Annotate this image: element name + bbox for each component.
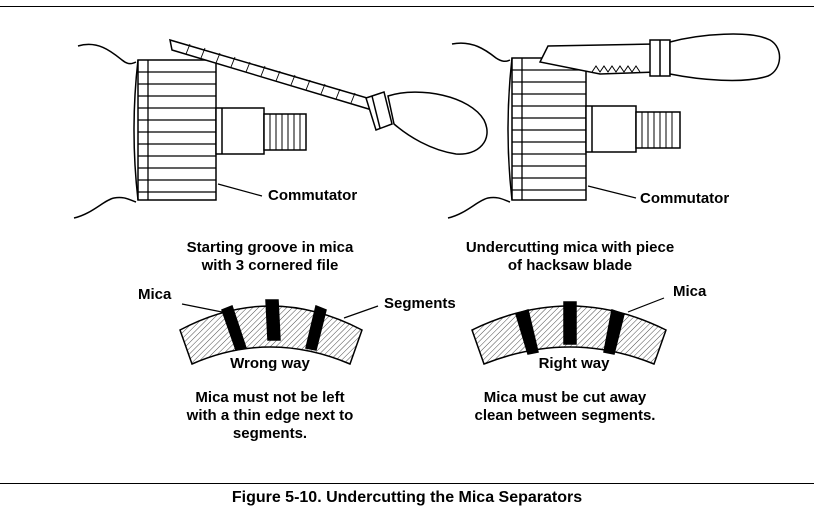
- wrong-way-note: Mica must not be left with a thin edge n…: [150, 389, 390, 443]
- wrong-way-note-line2: with a thin edge next to: [186, 407, 354, 424]
- left-caption: Starting groove in mica with 3 cornered …: [160, 239, 380, 275]
- left-caption-line1: Starting groove in mica: [186, 239, 354, 256]
- left-commutator-label: Commutator: [268, 187, 358, 204]
- wrong-way-label: Wrong way: [230, 355, 310, 372]
- segments-label: Segments: [384, 295, 456, 312]
- right-way-label: Right way: [538, 355, 610, 372]
- right-commutator-label: Commutator: [640, 190, 730, 207]
- right-caption-line2: of hacksaw blade: [507, 257, 633, 274]
- right-way-note-line1: Mica must be cut away: [483, 389, 647, 406]
- right-way-segments: [471, 297, 667, 365]
- left-mica-label: Mica: [138, 286, 172, 303]
- right-caption: Undercutting mica with piece of hacksaw …: [440, 239, 700, 275]
- right-way-note-line2: clean between segments.: [474, 407, 656, 424]
- bottom-rule: [0, 483, 814, 484]
- wrong-way-segments: [179, 299, 379, 366]
- left-caption-line2: with 3 cornered file: [201, 257, 339, 274]
- wrong-way-note-line3: segments.: [232, 425, 308, 442]
- figure-caption: Figure 5-10. Undercutting the Mica Separ…: [231, 489, 583, 506]
- top-rule: [0, 6, 814, 7]
- left-commutator-drawing: [73, 38, 488, 219]
- right-caption-line1: Undercutting mica with piece: [465, 239, 675, 256]
- wrong-way-note-line1: Mica must not be left: [195, 389, 345, 406]
- right-way-note: Mica must be cut away clean between segm…: [440, 389, 690, 425]
- right-commutator-drawing: [447, 33, 781, 219]
- right-mica-label: Mica: [673, 283, 707, 300]
